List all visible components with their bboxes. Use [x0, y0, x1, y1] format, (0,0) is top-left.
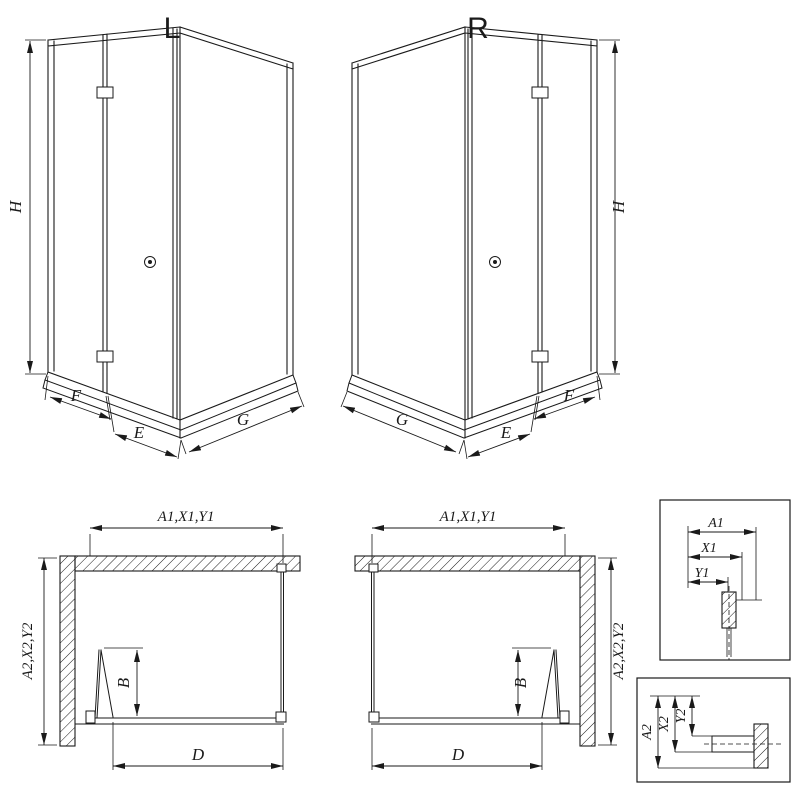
door-hinge-top — [96, 86, 114, 99]
dim-label-b-left: B — [114, 677, 133, 688]
door-knob-center — [148, 260, 152, 264]
dim-label-a2x2y2-left: A2,X2,Y2 — [20, 622, 36, 680]
dim-label-a2: A2 — [640, 724, 655, 741]
door-hinge-bottom — [96, 350, 114, 363]
perspective-view-right: R H F E G — [340, 12, 628, 460]
dim-line-g-left — [188, 405, 303, 453]
dim-label-f-right: F — [563, 386, 575, 405]
dim-label-b-right: B — [511, 677, 530, 688]
wall-right — [579, 555, 596, 747]
dim-label-e-right: E — [500, 423, 512, 442]
dim-line-e-left — [114, 433, 178, 458]
dim-label-a1x1y1-left: A1,X1,Y1 — [157, 509, 215, 525]
dim-label-d-left: D — [191, 745, 205, 764]
wall-top — [74, 555, 301, 572]
dim-label-y1: Y1 — [695, 566, 710, 581]
dim-label-f-left: F — [70, 386, 82, 405]
dim-line-f-left — [49, 396, 112, 420]
perspective-view-left: L H F E G — [6, 12, 305, 460]
panel-outlines-left — [47, 26, 294, 439]
dim-label-e-left: E — [133, 423, 145, 442]
detail-box-horizontal-profile: A1 X1 Y1 — [659, 499, 791, 661]
door-hinge-top — [531, 86, 549, 99]
wall-section — [753, 723, 769, 769]
dim-label-a1x1y1-right: A1,X1,Y1 — [439, 509, 497, 525]
wall-left — [59, 555, 76, 747]
dim-label-x2: X2 — [657, 716, 672, 733]
wall-profile-top — [276, 563, 287, 573]
dim-label-h-left: H — [6, 199, 25, 214]
dim-line-f-right — [533, 396, 596, 420]
dim-label-g-right: G — [396, 410, 408, 429]
extension-lines-plan-left — [38, 534, 284, 770]
wall-top — [354, 555, 581, 572]
dim-line-g-right — [342, 405, 457, 453]
detail-box-vertical-profile: A2 X2 Y2 — [636, 677, 791, 783]
glass-and-door-lines — [371, 570, 581, 725]
panel-outlines-right — [351, 26, 598, 439]
dim-label-a1: A1 — [707, 516, 724, 531]
dim-label-d-right: D — [451, 745, 465, 764]
wall-profile-top — [368, 563, 379, 573]
plan-view-left: A1,X1,Y1 A2,X2,Y2 B D — [20, 509, 301, 770]
door-pivot — [559, 710, 570, 724]
corner-post — [275, 711, 287, 723]
dim-label-x1: X1 — [700, 541, 717, 556]
plan-view-right: A1,X1,Y1 A2,X2,Y2 B D — [354, 509, 627, 770]
view-label-left: L — [164, 12, 181, 45]
dim-label-y2: Y2 — [674, 709, 689, 724]
dim-line-e-right — [467, 433, 531, 458]
glass-and-door-lines — [74, 570, 284, 725]
dim-label-a2x2y2-right: A2,X2,Y2 — [611, 622, 627, 680]
dim-label-h-right: H — [609, 199, 628, 214]
extension-lines-plan-right — [371, 534, 617, 770]
door-knob-center — [493, 260, 497, 264]
door-pivot — [85, 710, 96, 724]
detail-border — [659, 499, 791, 661]
door-hinge-bottom — [531, 350, 549, 363]
corner-post — [368, 711, 380, 723]
dim-label-g-left: G — [237, 410, 249, 429]
